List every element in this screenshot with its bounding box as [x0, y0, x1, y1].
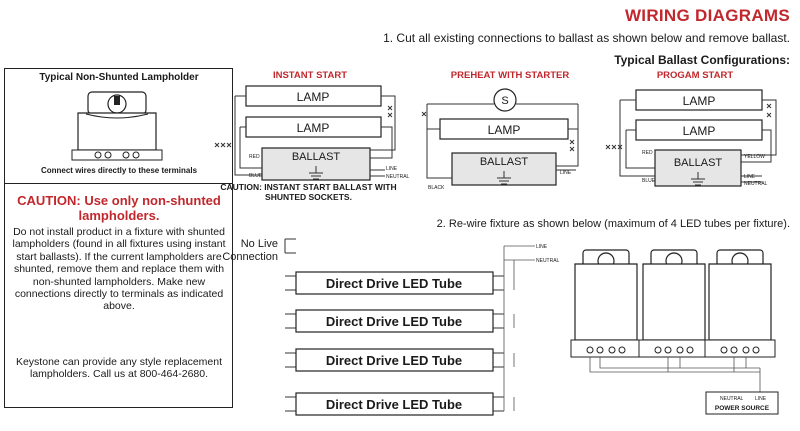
- instant-ballast-label: BALLAST: [292, 151, 341, 163]
- preheat-ballast-label: BALLAST: [480, 156, 529, 168]
- panel-divider: [5, 183, 232, 184]
- preheat-wire-black: BLACK: [428, 185, 445, 191]
- instant-lamp-1-label: LAMP: [297, 90, 330, 104]
- instant-start-diagram: LAMP LAMP BALLAST RED BLUE LINE NEUTRAL: [214, 85, 410, 181]
- led-tube-1: Direct Drive LED Tube: [285, 271, 504, 295]
- lampholder-illustration: [71, 91, 163, 161]
- power-line-label: LINE: [755, 396, 767, 402]
- power-neutral-label: NEUTRAL: [720, 396, 744, 402]
- typical-configurations-heading: Typical Ballast Configurations:: [614, 53, 790, 67]
- program-ballast-label: BALLAST: [674, 157, 723, 169]
- program-wire-red: RED: [642, 150, 653, 156]
- led-tube-4: Direct Drive LED Tube: [285, 392, 504, 416]
- instant-line: LINE: [386, 166, 398, 172]
- led-tube-3: Direct Drive LED Tube: [285, 348, 504, 372]
- keystone-note: Keystone can provide any style replaceme…: [15, 356, 223, 381]
- no-live-connection-label: No Live Connection: [208, 238, 278, 264]
- step-1-instruction: 1. Cut all existing connections to balla…: [383, 31, 790, 45]
- program-lamp-2-label: LAMP: [683, 124, 716, 138]
- right-lampholders: NEUTRAL LINE POWER SOURCE: [570, 249, 779, 415]
- power-source-label: POWER SOURCE: [715, 405, 770, 412]
- starter-label: S: [501, 95, 508, 107]
- lampholder-connect-note: Connect wires directly to these terminal…: [40, 166, 198, 175]
- power-source-box: [705, 391, 779, 415]
- program-start-label: PROGAM START: [656, 70, 734, 81]
- led-tube-2-label: Direct Drive LED Tube: [326, 314, 462, 329]
- page-title: WIRING DIAGRAMS: [624, 6, 790, 25]
- preheat-line: LINE: [560, 170, 572, 176]
- led-tubes: Direct Drive LED Tube Direct Drive LED T…: [284, 238, 560, 416]
- instant-start-caution: CAUTION: INSTANT START BALLAST WITH SHUN…: [220, 182, 397, 202]
- instant-start-label: INSTANT START: [272, 70, 348, 81]
- caution-title: CAUTION: Use only non-shunted lampholder…: [17, 193, 221, 223]
- caution-body: Do not install product in a fixture with…: [12, 226, 226, 313]
- no-live-line2: Connection: [222, 251, 278, 263]
- right-lampholder-3: [704, 249, 776, 358]
- instant-wire-red: RED: [249, 154, 260, 160]
- starter-circle: [493, 88, 517, 112]
- no-live-line1: No Live: [240, 238, 278, 250]
- right-lampholder-1: [570, 249, 642, 358]
- led-neutral-label: NEUTRAL: [536, 258, 560, 264]
- instant-wire-blue: BLUE: [249, 173, 263, 179]
- led-tube-4-label: Direct Drive LED Tube: [326, 397, 462, 412]
- preheat-lamp-label: LAMP: [488, 123, 521, 137]
- program-wire-yellow: YELLOW: [744, 154, 765, 160]
- program-lamp-1-label: LAMP: [683, 94, 716, 108]
- program-line: LINE: [744, 174, 756, 180]
- program-start-diagram: LAMP LAMP BALLAST RED BLUE YELLOW LINE N…: [605, 89, 777, 187]
- instant-ballast: [261, 147, 371, 181]
- instant-lamp-2-label: LAMP: [297, 121, 330, 135]
- lampholder-title: Typical Non-Shunted Lampholder: [39, 72, 199, 83]
- led-tube-1-label: Direct Drive LED Tube: [326, 276, 462, 291]
- preheat-starter-diagram: S LAMP BALLAST BLACK LINE: [421, 88, 579, 191]
- program-wire-blue: BLUE: [642, 178, 656, 184]
- step-2-instruction: 2. Re-wire fixture as shown below (maxim…: [436, 218, 790, 230]
- preheat-ballast: [451, 152, 557, 186]
- right-lampholder-2: [638, 249, 710, 358]
- instant-neutral: NEUTRAL: [386, 174, 410, 180]
- led-tube-2: Direct Drive LED Tube: [285, 309, 504, 333]
- program-neutral: NEUTRAL: [744, 181, 768, 187]
- lampholder-panel: [4, 68, 233, 408]
- led-line-label: LINE: [536, 244, 548, 250]
- preheat-starter-label: PREHEAT WITH STARTER: [450, 70, 570, 81]
- led-tube-3-label: Direct Drive LED Tube: [326, 353, 462, 368]
